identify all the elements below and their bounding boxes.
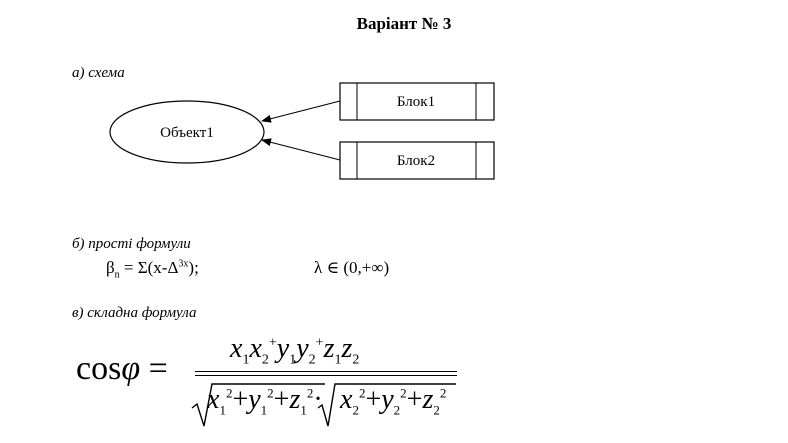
cos-phi-lhs: cosφ = [76,350,168,387]
block1-shape [339,82,495,121]
object-ellipse [109,100,265,164]
denominator-root-2: x22+y22+z22 [340,384,447,418]
object-label: Объект1 [160,125,214,141]
fraction-numerator: x1x2+y1y2+z1z2 [230,333,360,368]
denominator-root-1: x12+y12+z12· [207,384,323,418]
block2-shape [339,141,495,180]
beta-formula: βn = Σ(x-Δ3x); [106,258,199,281]
section-b-heading: б) прості формули [72,236,191,252]
section-c-heading: в) складна формула [72,305,197,321]
lambda-formula: λ ∈ (0,+∞) [314,258,390,277]
sqrt-signs [191,383,456,427]
arrow-block1-to-object [261,100,341,123]
fraction-bar [195,371,457,372]
page-title: Варіант № 3 [356,14,452,33]
arrow-block2-to-object [261,138,341,161]
block1-label: Блок1 [397,94,435,110]
section-a-heading: а) схема [72,65,125,81]
block2-label: Блок2 [397,153,435,169]
fraction-bar-double [195,375,457,376]
